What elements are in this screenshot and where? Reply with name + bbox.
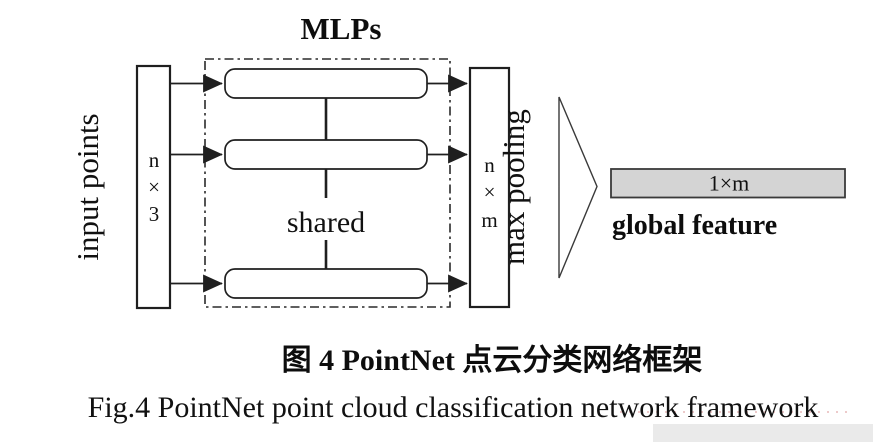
input-dim-n: n [149, 148, 160, 172]
shared-label: shared [287, 206, 365, 239]
mlp-layer-2 [224, 139, 428, 170]
feature-matrix-box [468, 66, 511, 309]
max-pooling-label: max pooling [496, 109, 531, 265]
mlp-layer-1 [224, 68, 428, 99]
global-feature-label: global feature [612, 210, 777, 241]
feature-dim-m: m [481, 208, 497, 232]
mlp-group-dashed-box [204, 58, 451, 308]
caption-en: Fig.4 PointNet point cloud classificatio… [88, 391, 819, 424]
caption-zh: 图 4 PointNet 点云分类网络框架 [282, 343, 703, 377]
global-feature-bar [610, 168, 846, 199]
max-pooling-triangle [558, 96, 598, 279]
input-dim-times: × [148, 175, 160, 199]
input-matrix-box [135, 64, 172, 310]
scan-artifact-bar [653, 424, 873, 442]
input-points-label: input points [70, 113, 105, 260]
mlp-layer-3 [224, 268, 428, 299]
input-dim-3: 3 [149, 202, 160, 226]
feature-dim-times: × [484, 180, 496, 204]
global-feature-size-label: 1×m [709, 171, 750, 196]
feature-dim-n: n [484, 153, 495, 177]
mlps-title: MLPs [301, 11, 382, 46]
